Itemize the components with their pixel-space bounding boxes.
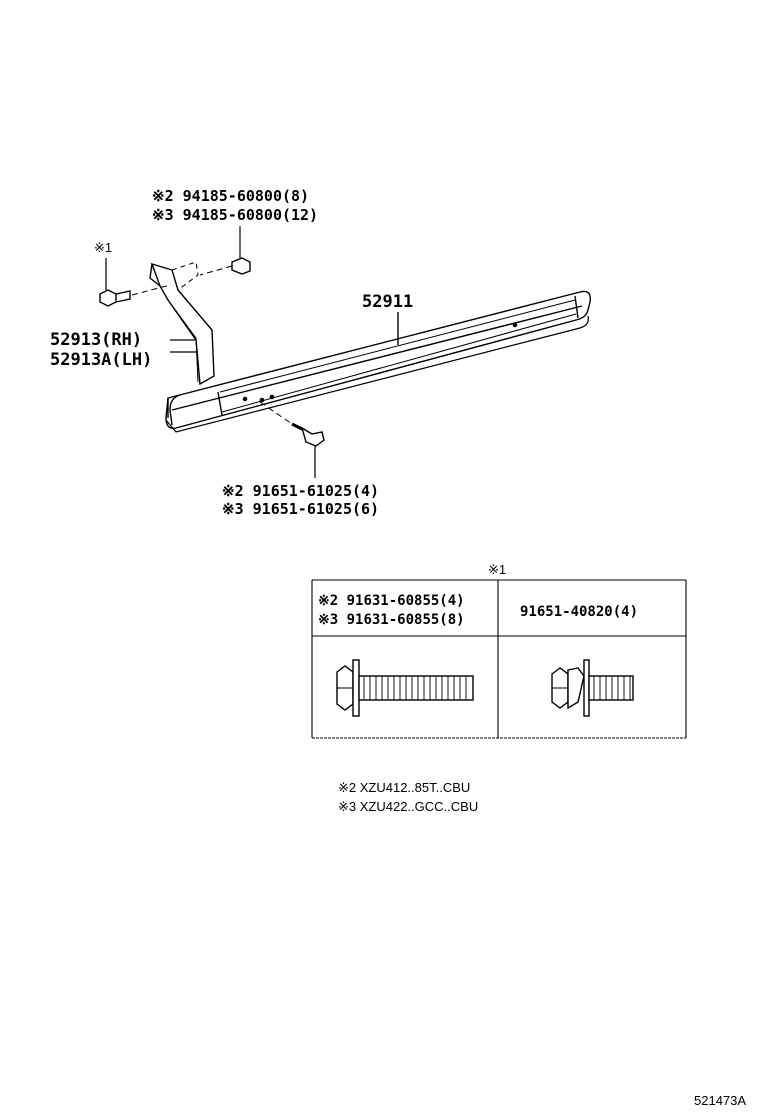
side-step-bar: [165, 290, 591, 433]
diagram-code: 521473A: [694, 1093, 747, 1108]
note-line1: ※2 XZU412..85T..CBU: [338, 780, 471, 795]
label-bracket-lh: 52913A(LH): [50, 350, 153, 370]
label-bolt-line1: ※2 91651-61025(4): [222, 482, 380, 500]
side-step-bracket: [149, 261, 215, 386]
table-left-line1: ※2 91631-60855(4): [318, 593, 465, 609]
label-marker-1: ※1: [94, 240, 113, 255]
step-bolt: [259, 401, 325, 478]
table-right-line1: 91651-40820(4): [520, 604, 639, 620]
label-nut-line1: ※2 94185-60800(8): [152, 187, 310, 205]
bolt-91631-illustration: [336, 659, 474, 717]
label-bracket-rh: 52913(RH): [50, 330, 143, 350]
bolt-91651-illustration: [551, 659, 634, 717]
table-left-line2: ※3 91631-60855(8): [318, 612, 465, 628]
label-bolt-line2: ※3 91651-61025(6): [222, 500, 380, 518]
table-title: ※1: [488, 562, 507, 577]
note-line2: ※3 XZU422..GCC..CBU: [338, 799, 479, 814]
bolt-table-grid: [311, 579, 687, 739]
label-nut-line2: ※3 94185-60800(12): [152, 206, 319, 224]
bracket-bolt: [99, 258, 171, 307]
label-bar-part: 52911: [362, 292, 414, 312]
flange-nut: [199, 226, 251, 276]
leader-52913: [170, 339, 198, 353]
